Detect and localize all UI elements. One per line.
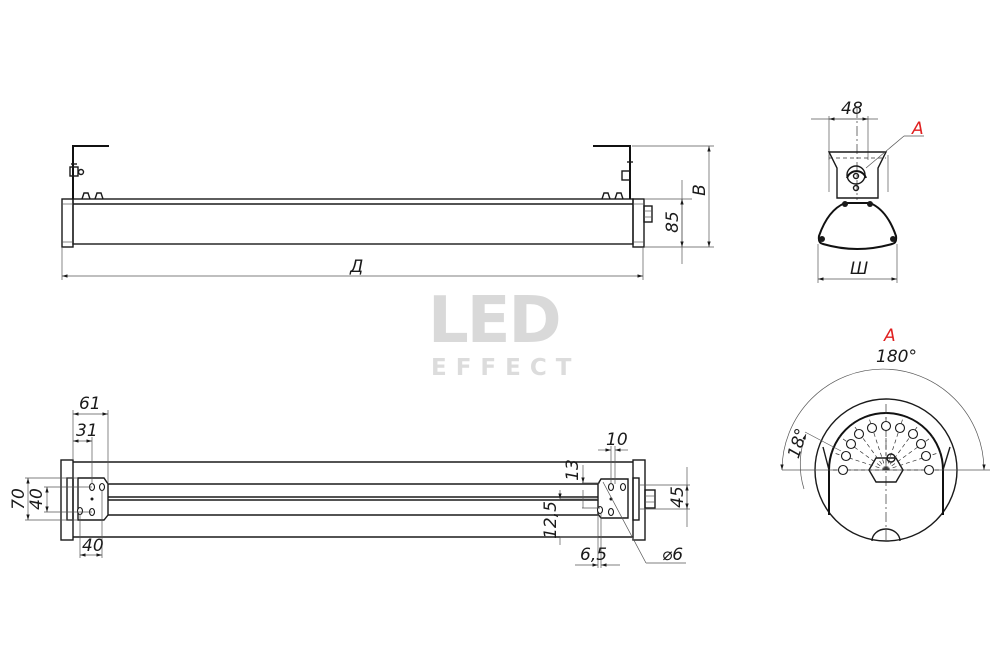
- body-height-label: 85: [663, 211, 683, 233]
- dim-61: 61: [79, 394, 101, 414]
- angle-hole-array: [828, 412, 944, 476]
- detail-callout-label: А: [911, 119, 924, 139]
- height-label: В: [690, 184, 710, 196]
- dim-6-5: 6,5: [580, 545, 607, 565]
- side-view: 48 А Ш: [811, 99, 924, 283]
- logo-effect-text: EFFECT: [431, 355, 580, 381]
- detail-a-view: А 180°: [780, 326, 990, 542]
- bracket-width-label: 48: [841, 99, 863, 119]
- dim-10: 10: [606, 430, 628, 450]
- dim-hole-diameter: ⌀6: [662, 545, 683, 565]
- length-label: Д: [349, 257, 363, 277]
- detail-a-title: А: [883, 326, 896, 346]
- dim-13: 13: [563, 459, 583, 481]
- dim-70: 70: [9, 488, 29, 510]
- width-label: Ш: [850, 259, 868, 279]
- dim-40-vertical: 40: [27, 488, 47, 510]
- rotation-range-label: 180°: [876, 347, 917, 367]
- led-effect-logo: LED EFFECT: [428, 284, 580, 381]
- logo-led-text: LED: [428, 284, 560, 358]
- dim-12-5: 12,5: [541, 501, 561, 539]
- dim-31: 31: [76, 421, 98, 441]
- front-view: Д 85 В: [61, 145, 714, 280]
- dim-40-horizontal: 40: [82, 536, 104, 556]
- dim-45: 45: [668, 486, 688, 508]
- step-angle-label: 18°: [784, 426, 812, 461]
- bottom-view: 61 31 70 40 40 10 13 12,5: [9, 394, 690, 568]
